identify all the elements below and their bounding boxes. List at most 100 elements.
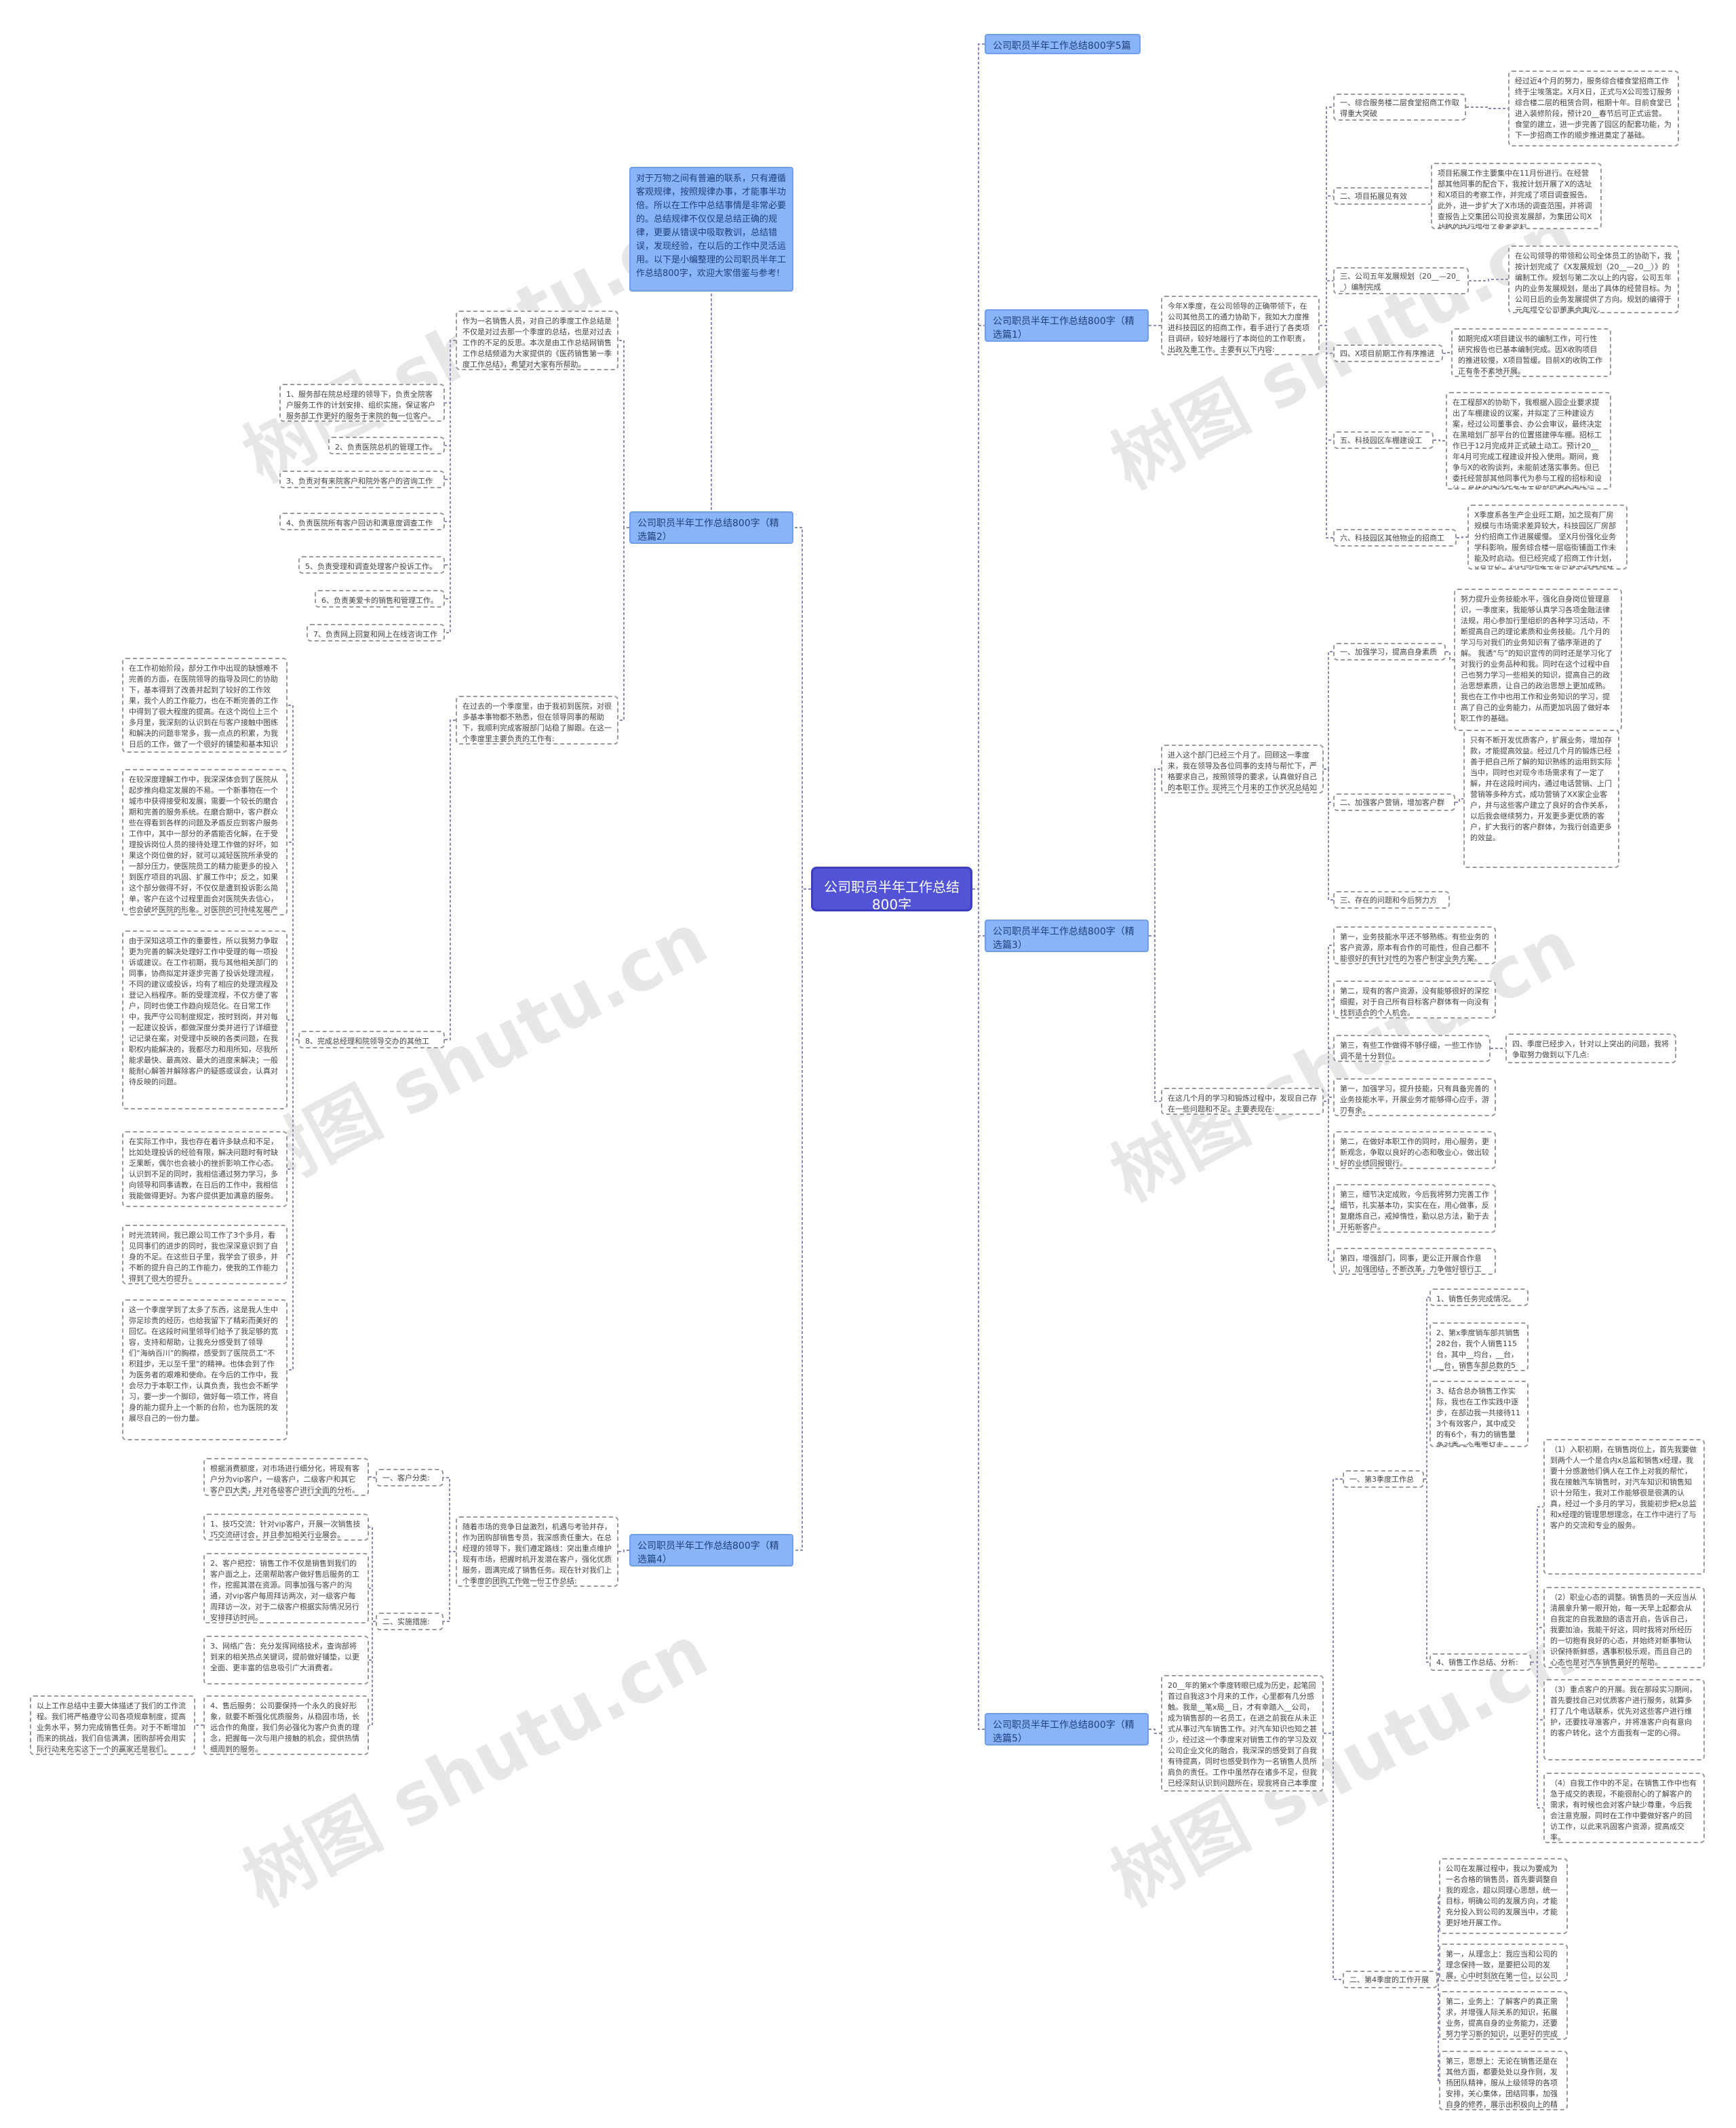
- connector-line: [1324, 1048, 1333, 1102]
- article-3-plan-4: 第四，增强部门，同事，更公正开展合作意识，加强团结，不断改革，力争做好银行工作。: [1333, 1248, 1496, 1275]
- connector-line: [1531, 1661, 1543, 1809]
- article-2-para-6: 这一个季度学到了太多了东西，这是我人生中弥足珍贵的经历，也给我留下了精彩而美好的…: [122, 1299, 288, 1440]
- connector-line: [1324, 1478, 1343, 1734]
- branch-node-article-3[interactable]: 公司职员半年工作总结800字（精选篇3）: [985, 920, 1149, 952]
- article-3-detail-1: 努力提升业务技能水平，强化自身岗位管理意识，一季度来，我能够认真学习各项金融法律…: [1454, 589, 1622, 731]
- article-5-q4-item-1: 第一，从理念上：我应当和公司的理念保持一致，是要把公司的发展，心中时刻放在第一位…: [1439, 1944, 1568, 1982]
- article-3-summary: 进入这个部门已经三个月了。回顾这一季度来，我在领导及各位同事的支持与帮忙下，严格…: [1161, 745, 1324, 793]
- article-2-reflection: 在过去的一个季度里，由于我初到医院，对很多基本事物都不熟悉，但在领导同事的帮助下…: [456, 696, 618, 745]
- article-2-duty-5: 5、负责受理和调查处理客户投诉工作。: [298, 556, 445, 574]
- connector-line: [1531, 1661, 1543, 1720]
- connector-line: [288, 1019, 298, 1040]
- article-2-duty-4: 4、负责医院所有客户回访和满意度调查工作: [279, 513, 445, 530]
- article-3-plan-2: 第二，在做好本职工作的同时，用心服务，更新观念，争取以良好的心态和敬业心，做出较…: [1333, 1131, 1496, 1169]
- article-2-duty-7: 7、负责网上回复和网上在线咨询工作: [307, 624, 445, 642]
- article-5-q3-item-3: 3、结合总办销售工作实际，我也在工作实践中逐步，在部边我一共接待113个有效客户…: [1429, 1381, 1528, 1447]
- branch-node-article-2[interactable]: 公司职员半年工作总结800字（精选篇2）: [629, 511, 793, 544]
- watermark: 树图 shutu.cn: [230, 897, 721, 1210]
- article-4-measure-1: 1、技巧交流：针对vip客户，开展一次销售技巧交流研讨会，并且参加相关行业展会。: [203, 1514, 369, 1541]
- connector-line: [1324, 945, 1333, 1102]
- connector-line: [1469, 279, 1508, 281]
- connector-line: [1324, 1101, 1333, 1151]
- article-2-duty-3: 3、负责对有来院客户和院外客户的咨询工作: [279, 471, 445, 488]
- article-1-detail-2: 项目拓展工作主要集中在11月份进行。在经营部其他同事的配合下，我按计划开展了X的…: [1431, 163, 1602, 229]
- article-1-detail-5: 在工程部X的协助下，我根据入园企业要求提出了车棚建设的议案，并拟定了三种建设方案…: [1446, 392, 1611, 490]
- article-5-q3-item-1: 1、销售任务完成情况。: [1429, 1288, 1528, 1306]
- connector-line: [1320, 280, 1333, 326]
- connector-line: [445, 340, 456, 480]
- connector-line: [445, 720, 456, 1040]
- connector-line: [369, 1621, 376, 1726]
- connector-line: [972, 888, 985, 1730]
- connector-line: [1149, 935, 1161, 1102]
- connector-line: [369, 1526, 376, 1622]
- article-3-problems-note: 四、季度已经步入，针对以上突出的问题，我将争取努力做到以下几点:: [1505, 1033, 1676, 1063]
- connector-line: [288, 1039, 298, 1170]
- connector-line: [1149, 1729, 1161, 1734]
- connector-line: [1324, 651, 1333, 770]
- article-5-q4-item-2: 第二，业务上：了解客户的真正需求，并增强人际关系的知识，拓展业务，提高自身的业务…: [1439, 1991, 1568, 2040]
- article-2-para-4: 在实际工作中，我也存在着许多缺点和不足，比如处理投诉的经验有限，解决问题时有时缺…: [122, 1131, 288, 1207]
- article-1-detail-6: X季度系各生产企业旺工期，加之现有厂房规模与市场需求差异较大，科技园区厂房部分约…: [1467, 505, 1628, 570]
- article-2-duty-8: 8、完成总经理和院领导交办的其他工作。: [298, 1031, 445, 1048]
- connector-line: [369, 1621, 376, 1661]
- article-3-plan-1: 第一，加强学习，提升技能，只有具备完善的业务技能水平，开展业务才能够得心应手，游…: [1333, 1078, 1496, 1116]
- connector-line: [445, 340, 456, 446]
- connector-line: [288, 705, 298, 1040]
- article-4-section-2: 二、实施措施:: [376, 1613, 443, 1630]
- connector-line: [618, 527, 629, 721]
- branch-node-article-5[interactable]: 公司职员半年工作总结800字（精选篇5）: [985, 1713, 1149, 1746]
- connector-line: [618, 340, 629, 528]
- connector-line: [1424, 1413, 1429, 1480]
- branch-node-overview[interactable]: 公司职员半年工作总结800字5篇: [985, 34, 1141, 54]
- article-5-q4-item-3: 第三，思想上：无论在销售还是在其他方面，都要处处以身作则，发扬团队精神，服从上级…: [1439, 2051, 1568, 2110]
- intro-text: 对于万物之间有普遍的联系，只有遵循客观规律，按照规律办事，才能事半功倍。所以在工…: [629, 167, 793, 292]
- connector-line: [1324, 768, 1333, 803]
- article-3-item-2: 二、加强客户营销，增加客户群体: [1333, 793, 1455, 811]
- article-5-analysis-2: （2）职业心态的调整。销售员的一天应当从清晨拿升第一眼开始，每一天早上起都会从自…: [1543, 1587, 1705, 1668]
- article-1-detail-3: 在公司领导的带领和公司全体员工的协助下，我按计划完成了《X发展规划（20__—2…: [1508, 245, 1679, 313]
- article-3-problems-intro: 在这几个月的学习和锻炼过程中，发现自己存在一些问题和不足。主要表现在:: [1161, 1088, 1324, 1115]
- connector-line: [443, 1551, 456, 1622]
- article-1-item-4: 四、X项目前期工作有序推进: [1333, 344, 1443, 362]
- connector-line: [793, 527, 811, 890]
- connector-line: [288, 842, 298, 1040]
- article-5-q4-intro: 公司在发展过程中，我以为要成为一名合格的销售员，首先要调整自我的观念，超以同理心…: [1439, 1858, 1568, 1934]
- root-node[interactable]: 公司职员半年工作总结800字: [811, 867, 972, 911]
- connector-line: [443, 1477, 456, 1552]
- connector-line: [1455, 798, 1463, 803]
- connector-line: [1531, 1627, 1543, 1663]
- article-4-measure-2: 2、客户把控：销售工作不仅是销售到我们的客户面之上，还需帮助客户做好售后服务的工…: [203, 1553, 369, 1623]
- connector-line: [1324, 1101, 1333, 1209]
- connector-line: [618, 1550, 629, 1552]
- article-5-analysis-3: （3）重点客户的开展。我在那段实习期间，首先要找自己对优质客户进行服务，就算多打…: [1543, 1679, 1705, 1760]
- article-1-item-5: 五、科技园区车棚建设工作: [1333, 431, 1434, 449]
- branch-node-article-4[interactable]: 公司职员半年工作总结800字（精选篇4）: [629, 1534, 793, 1567]
- connector-line: [972, 888, 985, 937]
- article-4-summary: 随着市场的竞争日益激烈，机遇与考验并存，作为团购部销售专员，我深感责任重大，在总…: [456, 1516, 618, 1587]
- article-1-detail-4: 如期完成X项目建议书的编制工作，可行性研究报告也已基本编制完成。因X收购项目的推…: [1451, 328, 1611, 377]
- connector-line: [369, 1588, 376, 1622]
- article-2-para-1: 在工作初始阶段，部分工作中出现的缺憾难不完善的方面，在医院领导的指导及同仁的协助…: [122, 658, 288, 753]
- article-3-item-1: 一、加强学习，提高自身素质: [1333, 643, 1446, 661]
- article-3-problem-3: 第三，有些工作做得不够仔细，一些工作协调不是十分到位。: [1333, 1035, 1491, 1062]
- article-5-section-analysis: 4、销售工作总结、分析:: [1429, 1653, 1531, 1671]
- article-5-q3-item-2: 2、第x季度销车部共销售282台，我个人销售115台，其中__均台，__台，__…: [1429, 1322, 1528, 1371]
- article-2-para-2: 在较深度理解工作中，我深深体会到了医院从起步推向稳定发展的不易。一个新事物在一个…: [122, 769, 288, 915]
- connector-line: [445, 340, 456, 403]
- connector-line: [793, 888, 811, 1551]
- article-3-problem-2: 第二，现有的客户资源，没有能够很好的深挖细掘，对于自己所有目标客户群体有一向没有…: [1333, 981, 1496, 1019]
- connector-line: [1320, 325, 1333, 354]
- connector-line: [1434, 439, 1446, 441]
- connector-line: [288, 1039, 298, 1255]
- connector-line: [1457, 536, 1467, 538]
- branch-node-article-1[interactable]: 公司职员半年工作总结800字（精选篇1）: [985, 309, 1149, 342]
- article-1-item-2: 二、项目拓展见有效: [1333, 187, 1446, 205]
- article-1-item-3: 三、公司五年发展规划（20__—20__）编制完成: [1333, 267, 1469, 294]
- connector-line: [445, 340, 456, 522]
- connector-line: [1320, 106, 1333, 326]
- article-5-analysis-1: （1）入职初期，在销售岗位上，首先我要做到两个人一个是合内x总监和销售x经理，我…: [1543, 1439, 1705, 1575]
- connector-line: [1446, 651, 1454, 661]
- connector-line: [1149, 768, 1161, 937]
